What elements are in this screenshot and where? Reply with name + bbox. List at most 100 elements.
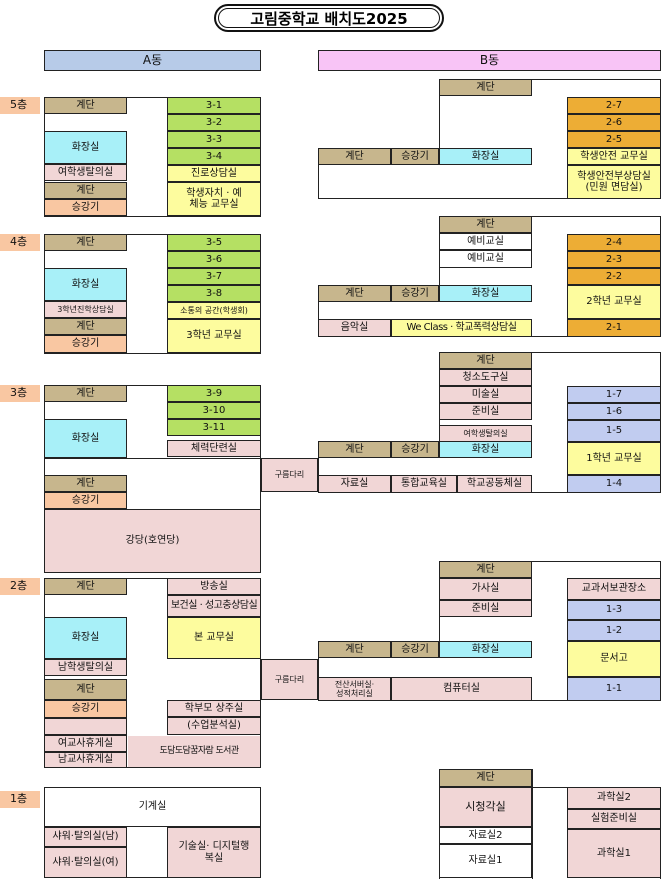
janitor-closet: 청소도구실 bbox=[439, 369, 532, 386]
b3-resource-room: 자료실 bbox=[318, 475, 391, 493]
page-title: 고림중학교 배치도2025 bbox=[214, 4, 444, 32]
resource-room-1: 자료실1 bbox=[439, 844, 532, 878]
integrated-education-room: 통합교육실 bbox=[391, 475, 457, 493]
computer-lab: 컴퓨터실 bbox=[391, 677, 532, 701]
room-1-6: 1-6 bbox=[567, 403, 661, 420]
room-3-8: 3-8 bbox=[167, 285, 261, 302]
class-analysis-room: (수업분석실) bbox=[167, 717, 261, 735]
fitness-room: 체력단련실 bbox=[167, 440, 261, 457]
document-archive: 문서고 bbox=[567, 641, 661, 677]
b3-prep-room: 준비실 bbox=[439, 403, 532, 420]
a5-restroom: 화장실 bbox=[44, 131, 127, 164]
lab-prep-room: 실험준비실 bbox=[567, 809, 661, 829]
science-lab-2: 과학실2 bbox=[567, 787, 661, 809]
grade2-office: 2학년 교무실 bbox=[567, 285, 661, 319]
student-commons: 소통의 공간(학생회) bbox=[167, 302, 261, 319]
b4-elevator: 승강기 bbox=[391, 285, 439, 302]
female-teacher-lounge: 여교사휴게실 bbox=[44, 735, 127, 752]
a2-blank-room bbox=[44, 718, 127, 735]
library: 도담도담꿈자람 도서관 bbox=[128, 736, 260, 767]
b3-stairs: 계단 bbox=[318, 441, 391, 458]
auditorium: 강당(호연당) bbox=[44, 509, 261, 573]
room-3-3: 3-3 bbox=[167, 131, 261, 148]
b2-stairs: 계단 bbox=[318, 641, 391, 658]
spare-classroom-2: 예비교실 bbox=[439, 250, 532, 268]
audiovisual-room: 시청각실 bbox=[439, 787, 532, 827]
b4-stairs: 계단 bbox=[318, 285, 391, 302]
a2-stairs-2: 계단 bbox=[44, 679, 127, 700]
boys-changing-room: 남학생탈의실 bbox=[44, 659, 127, 676]
floor-label-5: 5층 bbox=[0, 97, 40, 114]
b2-elevator: 승강기 bbox=[391, 641, 439, 658]
room-3-2: 3-2 bbox=[167, 114, 261, 131]
room-3-5: 3-5 bbox=[167, 234, 261, 251]
career-counseling-room: 진로상담실 bbox=[167, 165, 261, 182]
a3-restroom: 화장실 bbox=[44, 419, 127, 458]
shower-room-female: 샤워·탈의실(여) bbox=[44, 847, 127, 878]
wee-class-room: We Class · 학교폭력상담실 bbox=[391, 319, 532, 337]
b4-stairs-top: 계단 bbox=[439, 216, 532, 233]
room-2-1: 2-1 bbox=[567, 319, 661, 337]
a5-stairs-2: 계단 bbox=[44, 182, 127, 199]
grade3-counseling-room: 3학년진학상담실 bbox=[44, 301, 127, 318]
building-b-header: B동 bbox=[318, 50, 661, 71]
music-room: 음악실 bbox=[318, 319, 391, 337]
room-2-5: 2-5 bbox=[567, 131, 661, 148]
room-1-1: 1-1 bbox=[567, 677, 661, 701]
art-room: 미술실 bbox=[439, 386, 532, 403]
male-teacher-lounge: 남교사휴게실 bbox=[44, 752, 127, 768]
a5-stairs-1: 계단 bbox=[44, 97, 127, 114]
a5-elevator: 승강기 bbox=[44, 199, 127, 216]
room-1-7: 1-7 bbox=[567, 386, 661, 403]
resource-room-2: 자료실2 bbox=[439, 827, 532, 844]
school-community-room: 학교공동체실 bbox=[457, 475, 532, 493]
a2-restroom: 화장실 bbox=[44, 617, 127, 659]
room-2-7: 2-7 bbox=[567, 97, 661, 114]
b3-elevator: 승강기 bbox=[391, 441, 439, 458]
shower-room-male: 샤워·탈의실(남) bbox=[44, 827, 127, 847]
parents-room: 학부모 상주실 bbox=[167, 700, 261, 717]
room-1-5: 1-5 bbox=[567, 420, 661, 442]
spare-classroom-1: 예비교실 bbox=[439, 233, 532, 250]
b2-restroom: 화장실 bbox=[439, 641, 532, 658]
room-3-9: 3-9 bbox=[167, 385, 261, 402]
a5-girls-changing-room: 여학생탈의실 bbox=[44, 164, 127, 181]
server-room-line-1: 전산서버실· bbox=[334, 679, 375, 689]
room-3-4: 3-4 bbox=[167, 148, 261, 165]
room-2-4: 2-4 bbox=[567, 234, 661, 251]
b3-restroom: 화장실 bbox=[439, 441, 532, 458]
a3-elevator: 승강기 bbox=[44, 492, 127, 509]
b3-stairs-top: 계단 bbox=[439, 352, 532, 369]
b5-stairs-top: 계단 bbox=[439, 79, 532, 96]
a3-stairs-1: 계단 bbox=[44, 385, 127, 402]
b2-stairs-top: 계단 bbox=[439, 561, 532, 578]
room-3-10: 3-10 bbox=[167, 402, 261, 419]
room-3-7: 3-7 bbox=[167, 268, 261, 285]
a2-stairs-1: 계단 bbox=[44, 578, 127, 595]
room-1-3: 1-3 bbox=[567, 600, 661, 620]
room-3-11: 3-11 bbox=[167, 419, 261, 436]
grade1-office: 1학년 교무실 bbox=[567, 442, 661, 475]
a4-restroom: 화장실 bbox=[44, 268, 127, 301]
b5-elevator: 승강기 bbox=[391, 148, 439, 165]
student-council-office: 학생자치 · 예체능 교무실 bbox=[167, 182, 261, 216]
student-safety-counseling-room: 학생안전부상담실 (민원 면담실) bbox=[567, 165, 661, 199]
safety-counsel-line-2: (민원 면담실) bbox=[585, 182, 643, 193]
room-3-6: 3-6 bbox=[167, 251, 261, 268]
floor-label-4: 4층 bbox=[0, 234, 40, 251]
room-1-4: 1-4 bbox=[567, 475, 661, 493]
b3-girls-changing-room: 여학생탈의실 bbox=[439, 425, 532, 442]
sky-bridge-3f: 구름다리 bbox=[261, 458, 318, 492]
floor-label-3: 3층 bbox=[0, 385, 40, 402]
health-room: 보건실 · 성고충상담실 bbox=[167, 595, 261, 617]
room-3-1: 3-1 bbox=[167, 97, 261, 114]
a4-elevator: 승강기 bbox=[44, 335, 127, 353]
b5-restroom: 화장실 bbox=[439, 148, 532, 165]
room-2-3: 2-3 bbox=[567, 251, 661, 268]
room-1-2: 1-2 bbox=[567, 620, 661, 641]
room-2-6: 2-6 bbox=[567, 114, 661, 131]
safety-counsel-line-1: 학생안전부상담실 bbox=[577, 170, 651, 182]
student-safety-office: 학생안전 교무실 bbox=[567, 148, 661, 165]
building-a-header: A동 bbox=[44, 50, 261, 71]
b1-stairs: 계단 bbox=[439, 769, 532, 787]
